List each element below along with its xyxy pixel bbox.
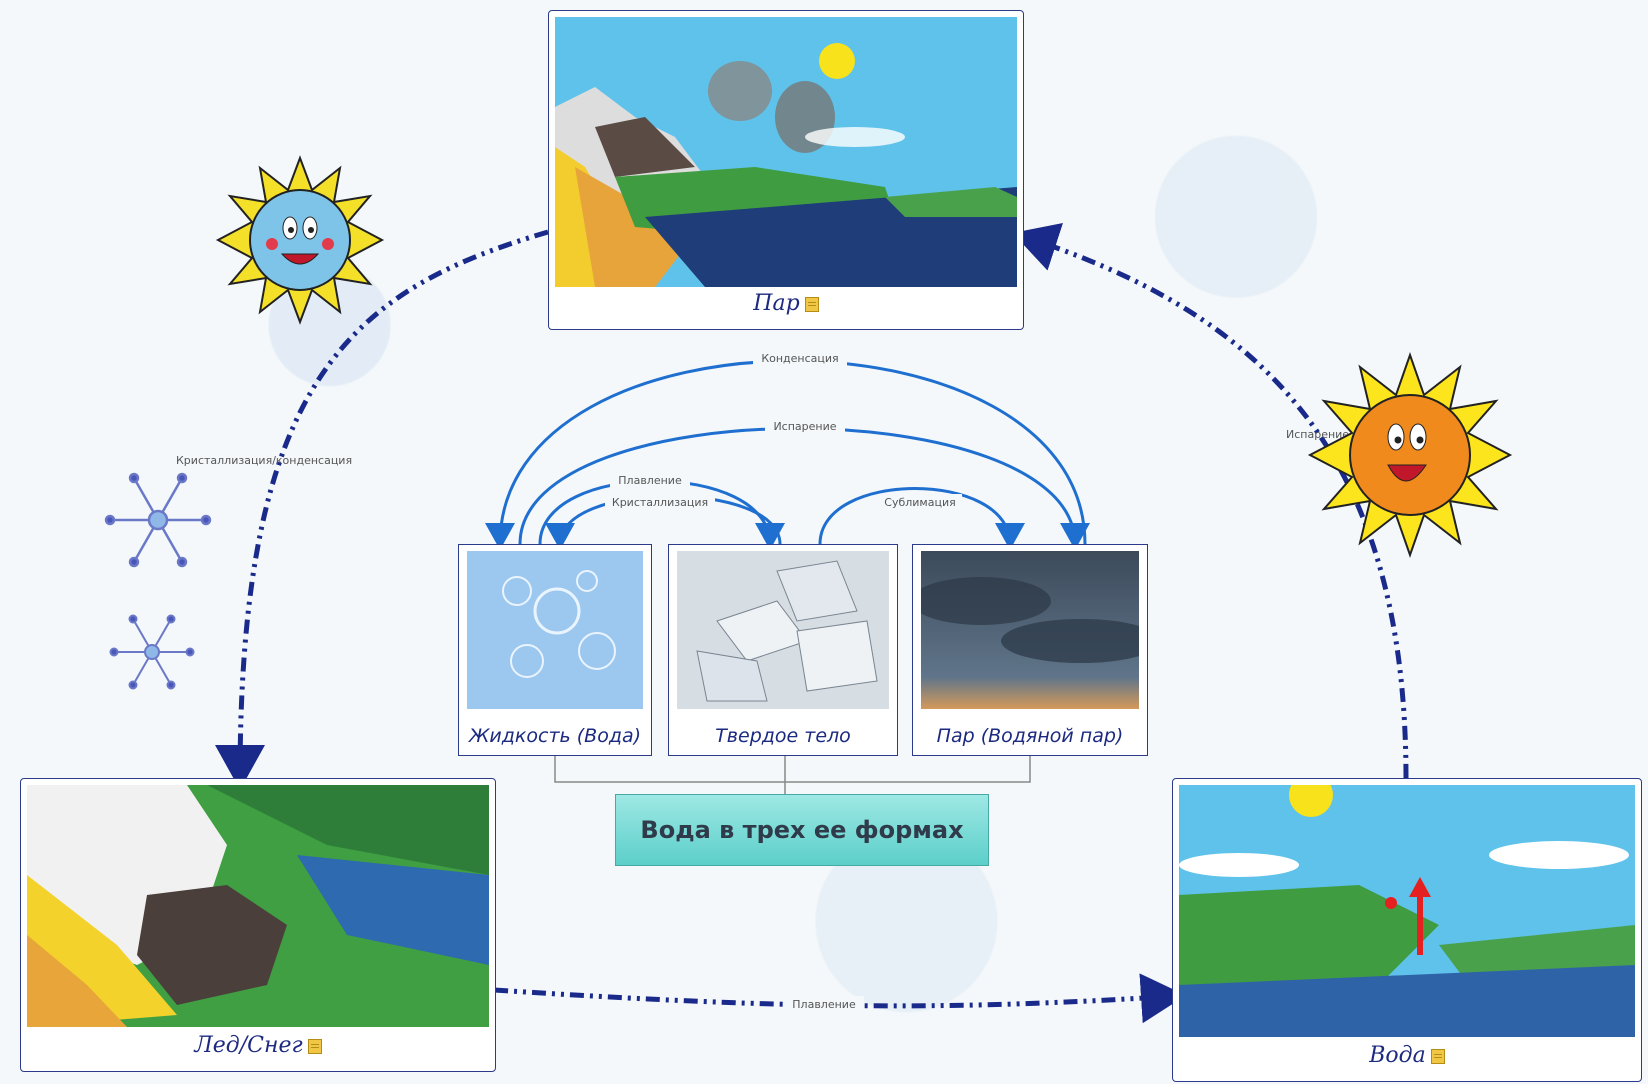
arrow-melting bbox=[538, 479, 785, 550]
label-sublimation: Сублимация bbox=[884, 496, 955, 509]
label-outer-evaporation: Испарение bbox=[1286, 428, 1349, 441]
arrow-outer-evaporation bbox=[1012, 223, 1409, 779]
node-vapor[interactable]: Пар bbox=[548, 10, 1024, 330]
snowflake-icon bbox=[104, 472, 212, 568]
form-solid[interactable]: Твердое тело bbox=[668, 544, 898, 756]
node-ice[interactable]: Лед/Снег bbox=[20, 778, 496, 1072]
arrow-outer-crystallization bbox=[215, 229, 549, 790]
arrow-sublimation bbox=[818, 487, 1025, 550]
sun-blue-icon bbox=[215, 155, 385, 325]
note-icon[interactable] bbox=[307, 1038, 322, 1054]
landscape-vapor-image bbox=[555, 17, 1017, 287]
note-icon[interactable] bbox=[1430, 1048, 1445, 1064]
form-solid-label: Твердое тело bbox=[715, 725, 851, 747]
form-gas-label: Пар (Водяной пар) bbox=[936, 725, 1124, 747]
form-liquid[interactable]: Жидкость (Вода) bbox=[458, 544, 652, 756]
central-topic[interactable]: Вода в трех ее формах bbox=[615, 794, 989, 866]
node-water-label: Вода bbox=[1369, 1043, 1426, 1068]
node-ice-label: Лед/Снег bbox=[194, 1033, 303, 1058]
ice-cubes-image bbox=[677, 551, 889, 709]
snowflake-small-icon bbox=[109, 614, 195, 690]
storm-clouds-image bbox=[921, 551, 1139, 709]
landscape-water-image bbox=[1179, 785, 1635, 1037]
node-vapor-label: Пар bbox=[753, 291, 800, 316]
arrow-condensation bbox=[485, 359, 1087, 550]
label-melting: Плавление bbox=[618, 474, 682, 487]
label-outer-melting: Плавление bbox=[792, 998, 856, 1011]
form-liquid-label: Жидкость (Вода) bbox=[468, 725, 642, 747]
label-crystallization: Кристаллизация bbox=[612, 496, 708, 509]
form-gas[interactable]: Пар (Водяной пар) bbox=[912, 544, 1148, 756]
sun-orange-icon bbox=[1307, 351, 1513, 559]
label-evaporation: Испарение bbox=[773, 420, 836, 433]
landscape-ice-image bbox=[27, 785, 489, 1027]
arrow-outer-melting bbox=[493, 973, 1186, 1024]
note-icon[interactable] bbox=[804, 296, 819, 312]
node-water[interactable]: Вода bbox=[1172, 778, 1642, 1082]
label-outer-crystallization: Кристаллизация/конденсация bbox=[176, 454, 352, 467]
label-condensation: Конденсация bbox=[761, 352, 838, 365]
water-bubbles-image bbox=[467, 551, 643, 709]
